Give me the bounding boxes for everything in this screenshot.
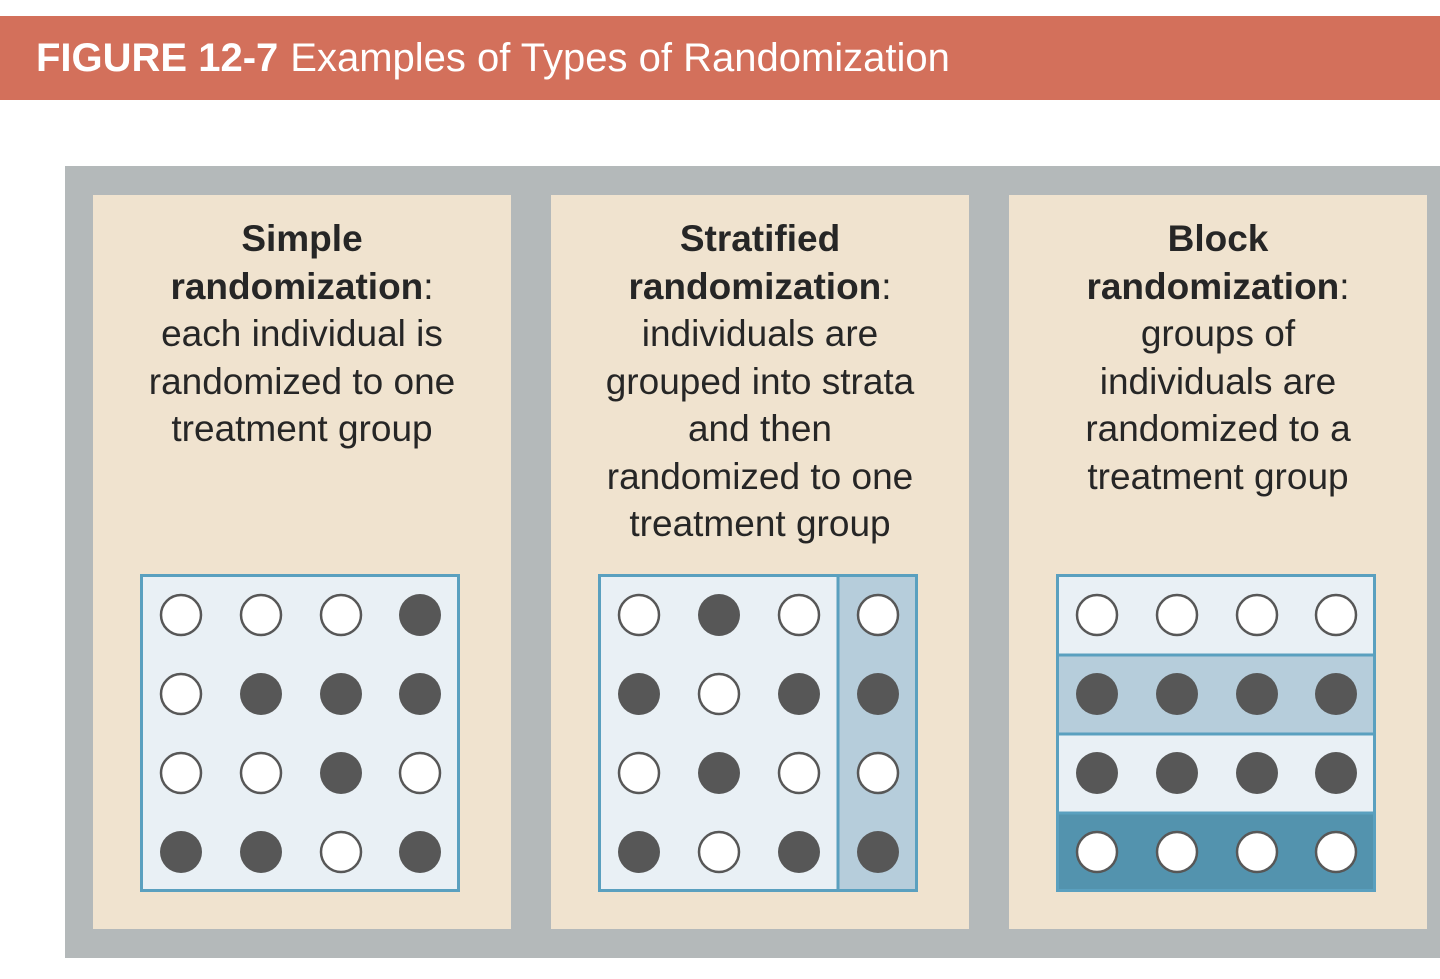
filled-circle — [618, 673, 660, 715]
filled-circle — [857, 831, 899, 873]
panel-block-description-line: randomized to a — [1085, 408, 1351, 449]
open-circle — [1314, 830, 1358, 874]
panel-block-text: Block randomization: groups of individua… — [1009, 215, 1427, 500]
panel-stratified-description-line: and then — [687, 408, 833, 449]
filled-circle — [1236, 752, 1278, 794]
open-circle — [319, 593, 363, 637]
open-circle — [239, 751, 283, 795]
open-circle — [777, 593, 821, 637]
panel-simple-description-line: each individual is — [161, 313, 443, 354]
circle-grid-canvas — [617, 577, 915, 889]
figure-label: FIGURE 12-7 — [36, 36, 279, 80]
panel-simple-text: Simple randomization: each individual is… — [93, 215, 511, 453]
open-circle — [159, 751, 203, 795]
circle-grid-stratified — [598, 574, 918, 892]
open-circle — [1235, 593, 1279, 637]
filled-circle — [1315, 752, 1357, 794]
panel-block-title-line1: Block — [1167, 218, 1269, 259]
filled-circle — [1156, 752, 1198, 794]
open-circle — [697, 830, 741, 874]
panel-stratified-text: Stratified randomization: individuals ar… — [551, 215, 969, 548]
open-circle — [1314, 593, 1358, 637]
circle-grid-canvas — [159, 593, 442, 874]
open-circle — [617, 751, 661, 795]
open-circle — [777, 751, 821, 795]
open-circle — [1075, 593, 1119, 637]
open-circle — [239, 593, 283, 637]
filled-circle — [618, 831, 660, 873]
panel-stratified-randomization: Stratified randomization: individuals ar… — [551, 195, 969, 929]
open-circle — [1235, 830, 1279, 874]
panel-block-title-term: randomization — [1086, 265, 1340, 307]
panel-stratified-description-line: randomized to one — [606, 455, 914, 497]
filled-circle — [1076, 673, 1118, 715]
filled-circle — [240, 673, 282, 715]
open-circle — [856, 593, 900, 637]
filled-circle — [399, 673, 441, 715]
panel-block-title-line2: randomization: — [1009, 263, 1427, 311]
panel-stratified-description-line: grouped into strata — [605, 360, 915, 402]
panel-block-description-line: groups of — [1140, 313, 1296, 354]
filled-circle — [160, 831, 202, 873]
open-circle — [159, 672, 203, 716]
filled-circle — [1315, 673, 1357, 715]
open-circle — [319, 830, 363, 874]
open-circle — [697, 672, 741, 716]
open-circle — [617, 593, 661, 637]
panel-simple-title-term: randomization — [170, 265, 424, 307]
open-circle — [159, 593, 203, 637]
panel-stratified-description-line: individuals are — [641, 313, 879, 354]
panel-block-randomization: Block randomization: groups of individua… — [1009, 195, 1427, 929]
panel-stratified-title-colon: : — [881, 265, 892, 307]
filled-circle — [698, 752, 740, 794]
panel-simple-title-line1: Simple — [241, 218, 363, 259]
panel-block-description-line: individuals are — [1099, 360, 1337, 402]
filled-circle — [1236, 673, 1278, 715]
panel-stratified-description-line: treatment group — [629, 503, 891, 544]
open-circle — [1075, 830, 1119, 874]
open-circle — [1155, 830, 1199, 874]
filled-circle — [698, 594, 740, 636]
panel-block-title-colon: : — [1339, 265, 1350, 307]
panel-simple-randomization: Simple randomization: each individual is… — [93, 195, 511, 929]
panel-stratified-title-line2: randomization: — [551, 263, 969, 311]
panel-block-description-line: treatment group — [1087, 455, 1349, 497]
panel-simple-title-colon: : — [423, 265, 434, 307]
filled-circle — [778, 831, 820, 873]
figure-title: Examples of Types of Randomization — [290, 36, 950, 80]
circle-grid-simple — [140, 574, 460, 892]
filled-circle — [240, 831, 282, 873]
filled-circle — [857, 673, 899, 715]
circle-grid-canvas — [1059, 577, 1373, 889]
panel-simple-title-line2: randomization: — [93, 263, 511, 311]
filled-circle — [778, 673, 820, 715]
panel-stratified-title-term: randomization — [628, 265, 882, 307]
filled-circle — [320, 673, 362, 715]
filled-circle — [320, 752, 362, 794]
filled-circle — [399, 831, 441, 873]
panel-simple-description-line: treatment group — [171, 408, 433, 449]
open-circle — [1155, 593, 1199, 637]
filled-circle — [1076, 752, 1118, 794]
panel-simple-description-line: randomized to one — [148, 360, 456, 402]
filled-circle — [1156, 673, 1198, 715]
circle-grid-block — [1056, 574, 1376, 892]
open-circle — [856, 751, 900, 795]
filled-circle — [399, 594, 441, 636]
open-circle — [398, 751, 442, 795]
panel-stratified-title-line1: Stratified — [679, 218, 841, 259]
